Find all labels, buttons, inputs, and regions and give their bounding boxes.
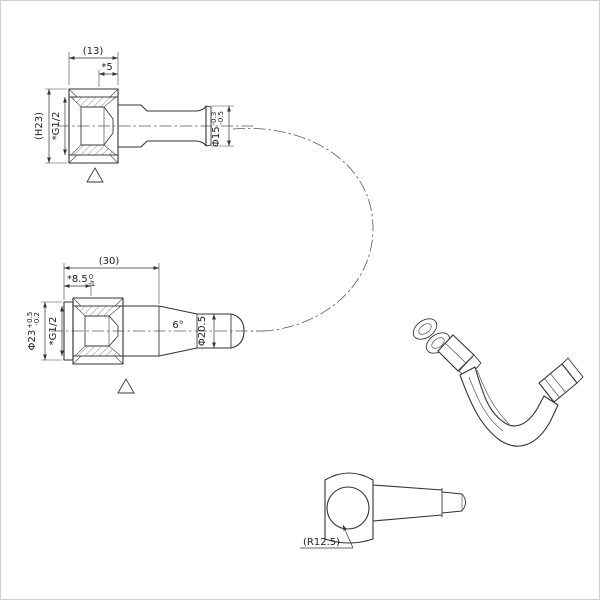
hose-braid-line — [476, 369, 510, 425]
nut-chamfer-line — [114, 297, 124, 307]
end-dome — [230, 313, 245, 349]
nut-facet-line — [549, 372, 567, 394]
dim-outlet-diameter-main: Φ15 — [211, 126, 222, 147]
pipe-end-bottom-line — [441, 510, 463, 514]
cone-top-line — [158, 305, 198, 315]
elbow-body-outline — [324, 472, 374, 544]
washer-inner-ring — [431, 337, 445, 349]
dim-outlet-diameter-tol-lower: -0.5 — [217, 111, 225, 125]
dim-outer-diameter-label: Φ23+0.5-0.2 — [26, 312, 41, 351]
nut-chamfer-line — [114, 355, 124, 365]
nut-facet-line — [543, 377, 561, 399]
hose-centerline-arc — [232, 127, 374, 332]
dim-thread-depth-main: *8.5 — [67, 274, 88, 285]
nut-chamfer-line — [72, 355, 82, 365]
nut-chamfer-line — [68, 154, 78, 164]
cone-bottom-line — [158, 347, 198, 357]
section-hatch-wall — [70, 96, 117, 108]
dim-ball-radius-label: (R12.5) — [303, 537, 340, 548]
section-hatch-wall — [74, 305, 122, 317]
hose-body — [459, 366, 559, 447]
nut-chamfer-line — [72, 297, 82, 307]
washer-outer-ring — [412, 318, 438, 340]
dim-outer-diameter-main: Φ23 — [27, 330, 38, 351]
finish-triangle-icon — [86, 167, 104, 183]
hose-3d-view — [412, 318, 584, 447]
dim-hex-height-label: (H23) — [34, 112, 45, 140]
dim-thread-depth-tol-lower: -1 — [88, 280, 95, 288]
tube-end-cap — [205, 105, 212, 147]
hose-braid-line — [468, 376, 504, 432]
nut-facet-line — [444, 342, 467, 364]
washer-inner-ring — [418, 323, 432, 335]
nut-chamfer-line — [109, 88, 119, 98]
dim-thread-depth-label: *8.50-1 — [67, 273, 95, 288]
pipe-top-line — [372, 484, 443, 491]
dim-thread-depth-tol-upper: 0 — [89, 273, 93, 281]
dim-thread-spec-label: *G1/2 — [51, 112, 62, 141]
dim-outlet-diameter-label: Φ15-0.3-0.5 — [210, 111, 225, 147]
dim-outlet-diameter-tol-upper: -0.3 — [210, 112, 218, 126]
section-hatch-wall — [74, 345, 122, 357]
dim-cone-angle-label: 6° — [172, 320, 183, 331]
pipe-bottom-line — [372, 514, 443, 522]
section-hatch-wall — [70, 144, 117, 156]
elbow-ball-port — [326, 486, 370, 530]
pipe-end-dome — [461, 493, 466, 512]
tube-top-profile — [118, 104, 207, 112]
nut-chamfer-line — [68, 88, 78, 98]
dim-thread-spec-label: *G1/2 — [48, 317, 59, 346]
dim-barrel-diameter-label: Φ20.5 — [197, 316, 208, 346]
leader-line-radius — [342, 524, 354, 549]
elbow-fitting-view: (R12.5) — [300, 472, 466, 549]
washer — [412, 318, 438, 340]
top-fitting-view: (13) *5 (H23) *G1/2 Φ15-0.3-0.5 — [34, 46, 253, 183]
middle-fitting-view: (30) *8.50-1 Φ23+0.5-0.2 *G1/2 6° Φ20.5 — [26, 256, 263, 394]
dim-nut-length-label: (13) — [83, 46, 104, 57]
dim-outer-diameter-tol-upper: +0.5 — [26, 312, 34, 329]
tube-bottom-profile — [118, 140, 207, 148]
dim-thread-length-label: *5 — [101, 62, 112, 73]
dim-outer-diameter-tol-lower: -0.2 — [33, 312, 41, 326]
finish-triangle-icon — [117, 378, 135, 394]
dim-overall-length-label: (30) — [99, 256, 120, 267]
nut-chamfer-line — [109, 154, 119, 164]
pipe-end-top-line — [441, 491, 463, 495]
